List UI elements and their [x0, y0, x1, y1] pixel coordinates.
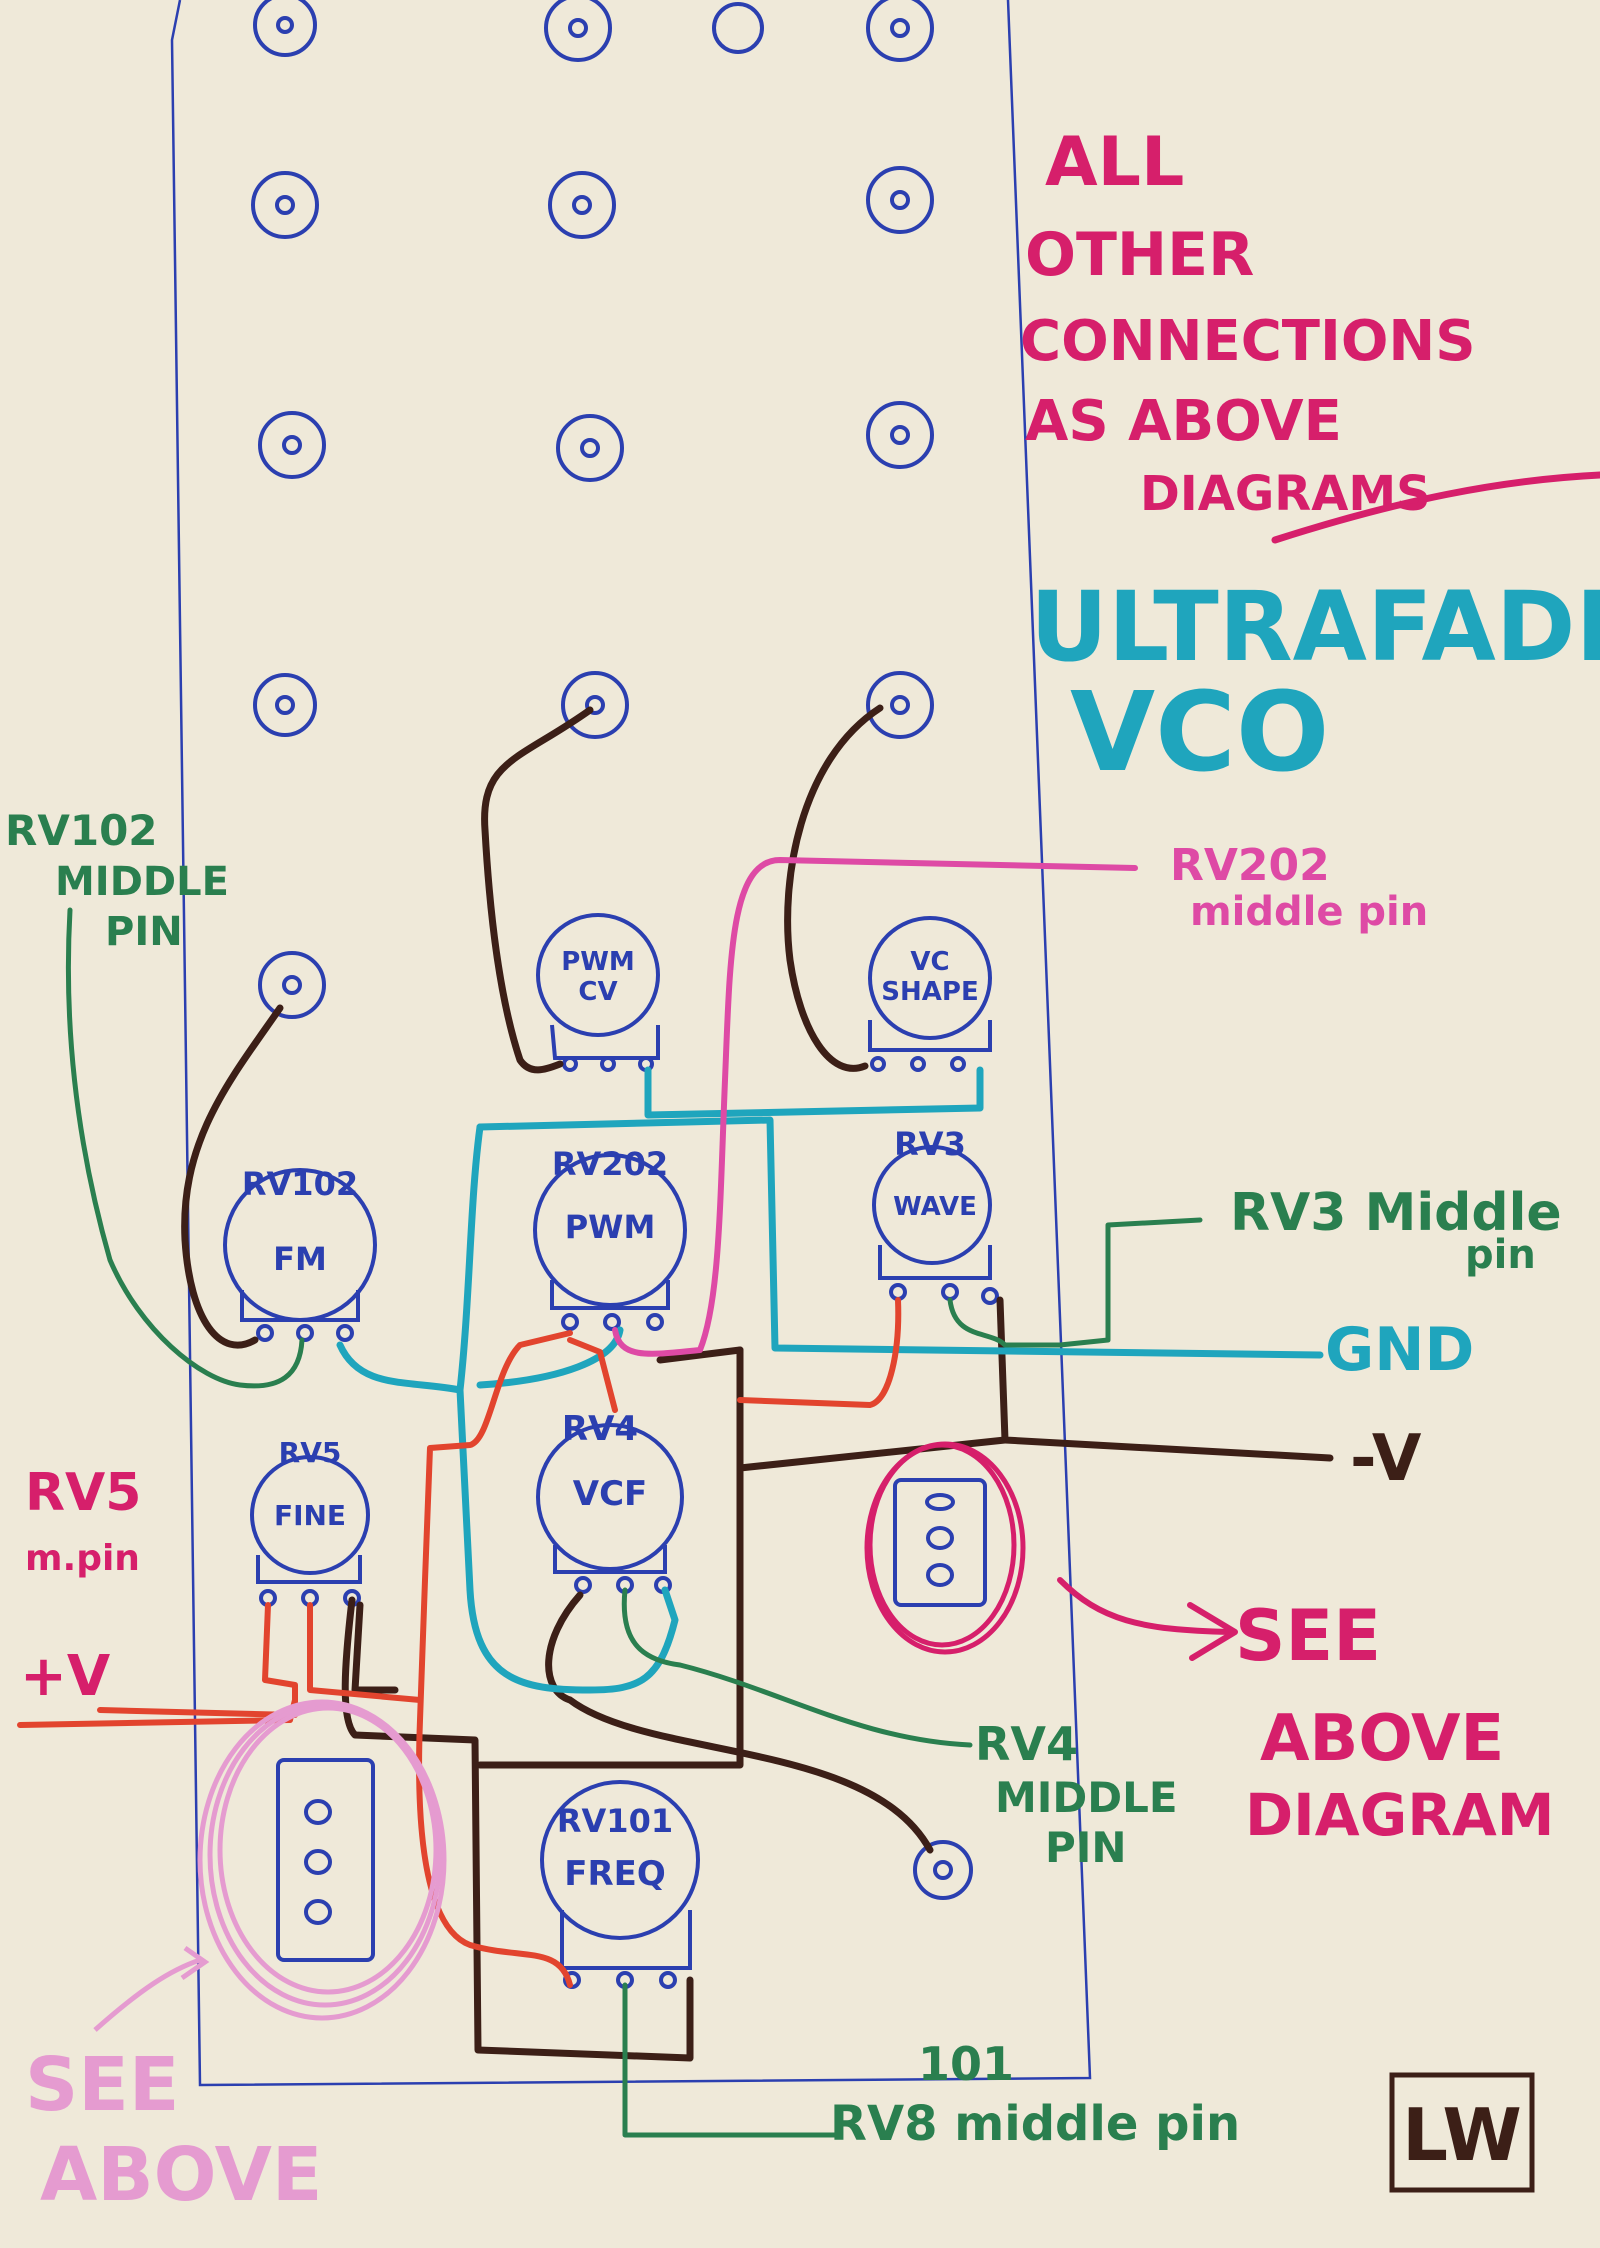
pot-labels: PWM CV VC SHAPE RV102 FM RV202 PWM RV3 W… [242, 947, 979, 1894]
pot-rv202 [533, 1153, 687, 1331]
note-line: AS ABOVE [1025, 389, 1342, 454]
note-rv102-1: RV102 [5, 806, 158, 855]
note-rv3-2: pin [1465, 1232, 1536, 1278]
pot-rv4 [536, 1423, 684, 1594]
note-see-above-left-1: SEE [25, 2042, 179, 2128]
wires-brown [181, 704, 1334, 2062]
title-line-2: VCO [1070, 668, 1329, 796]
pot-label-rv202: PWM [565, 1208, 656, 1246]
arrow-see-above-right [1057, 1577, 1233, 1635]
jack-socket [556, 414, 624, 482]
pot-ref-rv3: RV3 [894, 1125, 966, 1163]
diagram-title: ULTRAFADE VCO [1030, 571, 1600, 796]
signature-box [1389, 2072, 1535, 2193]
jack-socket [548, 171, 616, 239]
pot-label-rv101: FREQ [564, 1854, 666, 1894]
note-rv202-2: middle pin [1190, 889, 1428, 935]
pot-label-rv5: FINE [274, 1499, 346, 1532]
pot-label-pwm-cv-1: PWM [561, 947, 635, 977]
component-block-left [276, 1758, 375, 1962]
note-rv5-1: RV5 [25, 1463, 141, 1523]
jack-socket [251, 171, 319, 239]
pot-ref-rv202: RV202 [552, 1145, 668, 1183]
jack-socket [913, 1840, 973, 1900]
highlight-circle-left [197, 1699, 447, 2021]
arrow-head-right [1187, 1602, 1238, 1661]
jack-socket [866, 401, 934, 469]
note-all-other-connections: ALL OTHER CONNECTIONS AS ABOVE DIAGRAMS [1020, 123, 1476, 522]
panel-outline [170, 0, 1092, 2087]
note-line: CONNECTIONS [1020, 309, 1476, 374]
note-rv4-1: RV4 [975, 1717, 1078, 1771]
jack-socket [253, 673, 317, 737]
title-line-1: ULTRAFADE [1030, 571, 1600, 683]
note-rv101: RV8 middle pin [830, 2096, 1240, 2152]
pot-label-rv4: VCF [573, 1474, 648, 1514]
note-line: ALL [1045, 123, 1184, 202]
note-rv5-2: m.pin [25, 1538, 140, 1579]
note-line: OTHER [1025, 220, 1254, 290]
pot-ref-rv102: RV102 [242, 1165, 358, 1203]
jack-socket [258, 951, 326, 1019]
note-rv4-3: PIN [1045, 1823, 1127, 1872]
jack-socket [544, 0, 612, 62]
note-rv4-2: MIDDLE [995, 1773, 1178, 1822]
highlight-circle-right [864, 1441, 1026, 1655]
arrow-see-above-left [93, 1957, 201, 2032]
jack-socket [561, 671, 629, 739]
component-block-right [893, 1478, 987, 1607]
note-rv202-1: RV202 [1170, 840, 1330, 891]
note-see-above-right-1: SEE [1235, 1595, 1381, 1677]
note-line: DIAGRAMS [1140, 466, 1431, 522]
note-see-above-right-2: ABOVE [1260, 1702, 1504, 1776]
potentiometers [223, 913, 999, 1989]
jack-socket [253, 0, 317, 57]
note-rv3-1: RV3 Middle [1230, 1183, 1562, 1243]
signature: LW [1402, 2093, 1522, 2177]
pot-pwm-cv [536, 913, 660, 1072]
pot-rv3 [872, 1145, 999, 1305]
pot-ref-rv4: RV4 [562, 1409, 638, 1449]
pot-label-vc-shape-2: SHAPE [881, 977, 978, 1007]
note-rv102-2: MIDDLE [55, 859, 229, 905]
label-minus-v: -V [1350, 1422, 1422, 1496]
label-gnd: GND [1325, 1315, 1474, 1385]
pot-rv102 [223, 1168, 377, 1342]
jack-sockets [251, 0, 973, 1900]
jack-socket [712, 2, 764, 54]
note-see-above-left-2: ABOVE [40, 2132, 322, 2218]
pot-ref-rv101: RV101 [557, 1802, 673, 1840]
jack-socket [866, 166, 934, 234]
pot-label-vc-shape-1: VC [910, 947, 949, 977]
green-notes: RV102 MIDDLE PIN RV3 Middle pin RV4 MIDD… [5, 806, 1562, 2152]
pot-label-pwm-cv-2: CV [578, 977, 617, 1007]
annotation-underline [1271, 471, 1600, 544]
arrow-head-left [180, 1945, 210, 1981]
supply-labels: GND -V LW [1325, 1315, 1522, 2177]
jack-socket [866, 671, 934, 739]
pot-label-rv3: WAVE [893, 1192, 977, 1222]
note-plus-v: +V [20, 1644, 111, 1709]
jack-socket [258, 411, 326, 479]
pot-label-rv102: FM [273, 1240, 327, 1278]
pink-notes: RV202 middle pin SEE ABOVE DIAGRAM RV5 m… [20, 840, 1554, 2218]
pot-ref-rv5: RV5 [279, 1436, 342, 1469]
note-see-above-right-3: DIAGRAM [1245, 1781, 1554, 1849]
wires-pink [612, 857, 1138, 1357]
note-rv102-3: PIN [105, 909, 183, 955]
pot-vc-shape [868, 916, 992, 1072]
jack-socket [866, 0, 934, 62]
pot-rv101 [540, 1780, 700, 1989]
note-rv101-num: 101 [918, 2037, 1014, 2091]
wires-green [65, 907, 1203, 2138]
